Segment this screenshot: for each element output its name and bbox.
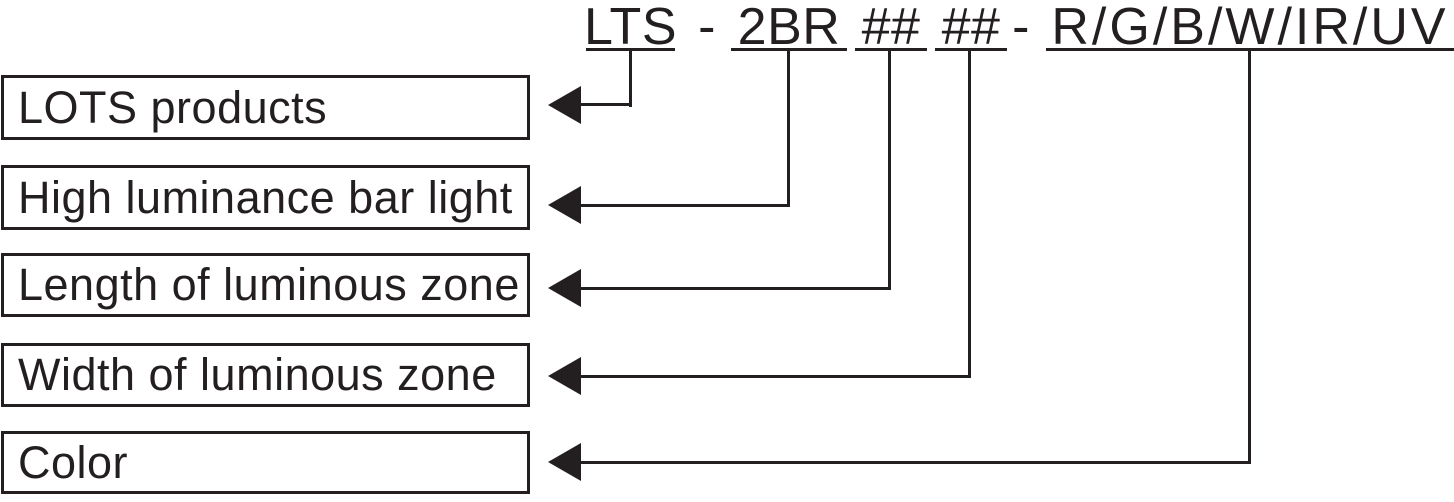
connector-hline-length [578,287,891,290]
label-text: High luminance bar light [18,171,513,223]
code-segment-2br: 2BR [731,0,847,54]
code-segment-width-placeholder: ## [935,0,1007,54]
connector-hline-color [578,461,1251,464]
code-separator-dash: - [1012,0,1030,56]
left-arrow-icon [548,269,581,307]
code-segment-length-placeholder: ## [855,0,927,54]
label-text: LOTS products [18,81,328,133]
label-box-high-luminance-bar-light: High luminance bar light [1,165,530,230]
connector-vline-lts [629,49,632,107]
connector-hline-lts [578,103,632,106]
connector-hline-2br [578,204,790,207]
left-arrow-icon [548,357,581,395]
code-segment-lts: LTS [584,0,678,56]
connector-vline-length [888,49,891,289]
connector-vline-2br [787,49,790,207]
code-segment-color-options: R/G/B/W/IR/UV [1046,0,1454,54]
label-box-length-of-luminous-zone: Length of luminous zone [1,253,530,317]
label-text: Color [18,436,129,488]
label-text: Width of luminous zone [18,349,497,400]
left-arrow-icon [548,86,581,124]
label-box-width-of-luminous-zone: Width of luminous zone [1,343,530,407]
label-text: Length of luminous zone [18,259,520,310]
code-separator-dash: - [698,0,716,56]
label-box-lots-products: LOTS products [1,75,530,140]
left-arrow-icon [548,186,581,224]
left-arrow-icon [548,443,581,481]
connector-vline-width [968,49,971,377]
label-box-color: Color [1,431,530,494]
connector-vline-color [1248,49,1251,463]
connector-hline-width [578,375,971,378]
